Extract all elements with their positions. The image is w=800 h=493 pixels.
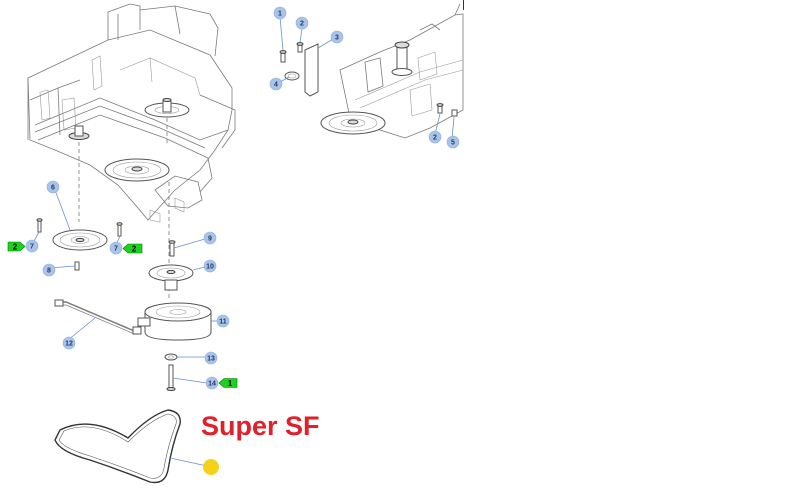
model-label: Super SF [201,411,320,441]
svg-text:12: 12 [65,341,73,348]
svg-text:2: 2 [132,245,137,254]
svg-text:2: 2 [300,21,304,28]
svg-text:1: 1 [228,379,233,388]
svg-text:3: 3 [335,35,339,42]
svg-text:11: 11 [219,319,227,326]
svg-text:14: 14 [208,381,216,388]
callout-14: 14 [205,376,219,390]
svg-text:7: 7 [114,246,118,253]
svg-text:8: 8 [47,268,51,275]
top-edge-rule [463,0,464,10]
callout-12: 12 [62,336,76,350]
callout-11: 11 [216,314,230,328]
callout-7-left: 7 [25,239,39,253]
exploded-parts [36,218,212,484]
svg-text:5: 5 [451,140,455,147]
svg-text:13: 13 [207,356,215,363]
svg-text:9: 9 [208,236,212,243]
qty-flag-7-left: 2 [7,241,26,252]
callout-1: 1 [273,6,287,20]
svg-text:10: 10 [206,264,214,271]
belt-marker-dot [203,459,219,475]
callout-7-right: 7 [109,241,123,255]
callout-3: 3 [330,30,344,44]
callout-2-right: 2 [428,130,442,144]
qty-flag-14: 1 [218,378,238,388]
callout-10: 10 [203,259,217,273]
mower-frame-right [279,3,464,139]
svg-text:7: 7 [30,244,34,251]
mower-frame-left [27,3,236,300]
callout-4: 4 [269,77,283,91]
callout-2-top: 2 [295,16,309,30]
callout-5: 5 [446,135,460,149]
callout-6: 6 [46,180,60,194]
callout-9: 9 [203,231,217,245]
callout-8: 8 [42,263,56,277]
svg-text:1: 1 [278,11,282,18]
callout-13: 13 [204,351,218,365]
svg-text:4: 4 [274,82,278,89]
svg-text:2: 2 [433,135,437,142]
svg-text:6: 6 [51,185,55,192]
qty-flag-7-right: 2 [122,243,143,254]
svg-text:2: 2 [13,243,18,252]
